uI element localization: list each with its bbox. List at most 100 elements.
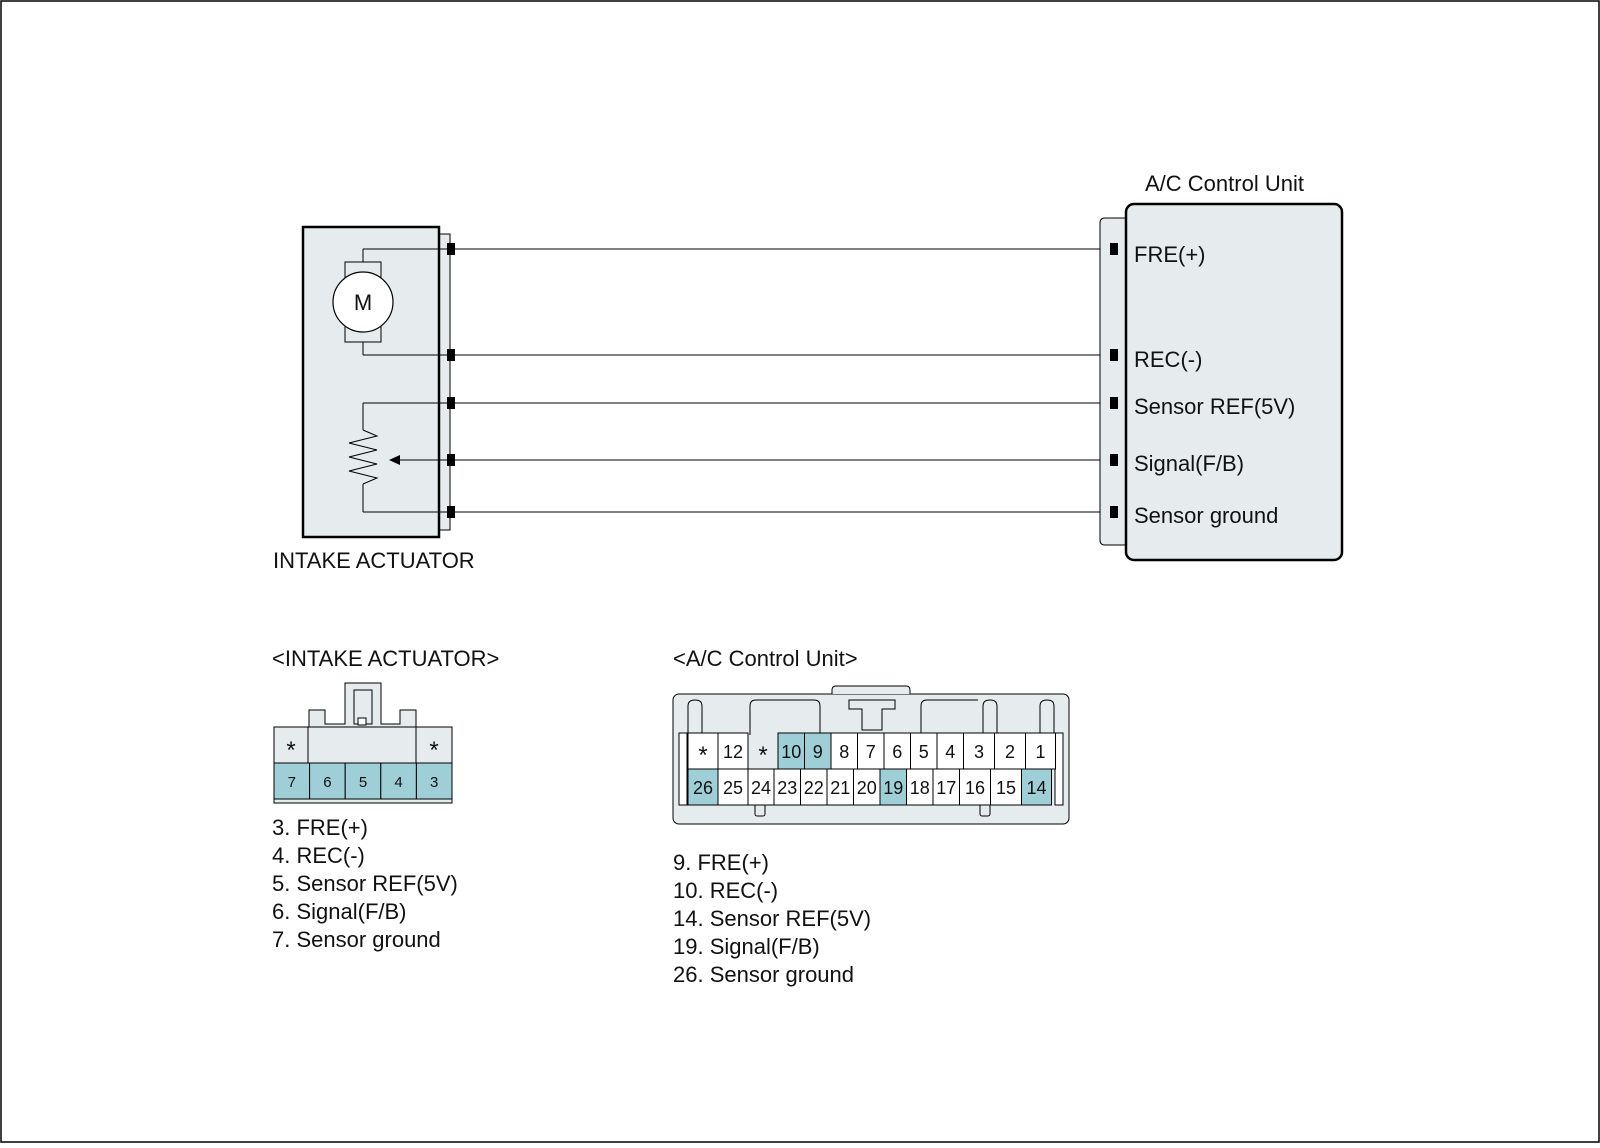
control-pin-number: 20 [857, 778, 877, 798]
control-blank-mark-text: * [758, 742, 767, 769]
actuator-terminals [447, 243, 455, 518]
actuator-connector-title: <INTAKE ACTUATOR> [272, 646, 499, 671]
control-unit-block: A/C Control Unit FRE(+) REC(-) Sensor RE… [1099, 171, 1344, 562]
control-pin-24: 24 [747, 768, 775, 806]
actuator-pin-number: 4 [394, 774, 402, 791]
control-blank-mark: * [758, 742, 767, 769]
control-pin-15: 15 [990, 768, 1022, 806]
actuator-legend-line: 6. Signal(F/B) [272, 899, 407, 924]
actuator-legend-line: 7. Sensor ground [272, 927, 441, 952]
control-legend-line: 14. Sensor REF(5V) [673, 906, 871, 931]
control-pin-number: 17 [936, 778, 956, 798]
control-pin-number: 24 [751, 778, 771, 798]
control-pin-7: 7 [857, 732, 885, 770]
control-connector-title: <A/C Control Unit> [673, 646, 858, 671]
control-pin-20: 20 [853, 768, 881, 806]
control-pin-6: 6 [883, 732, 911, 770]
control-pin-25: 25 [717, 768, 749, 806]
control-pin-26: 26 [687, 768, 719, 806]
signal-label-signal: Signal(F/B) [1134, 451, 1244, 476]
control-pin-23: 23 [773, 768, 801, 806]
control-pin-5: 5 [910, 732, 938, 770]
control-pin-number: 16 [965, 778, 985, 798]
signal-label-sensor-ref: Sensor REF(5V) [1134, 394, 1295, 419]
actuator-pin-number: 5 [359, 774, 367, 791]
actuator-pin-row: 7 6 5 4 3 [273, 762, 453, 800]
control-pin-number: 15 [996, 778, 1016, 798]
control-pin-number: 14 [1026, 778, 1046, 798]
actuator-blank-mark-left: * [286, 737, 295, 764]
actuator-label: INTAKE ACTUATOR [273, 548, 475, 573]
control-pin-number: 8 [839, 742, 849, 762]
control-connector-strip [1099, 217, 1129, 546]
control-pin-22: 22 [800, 768, 828, 806]
actuator-legend-line: 4. REC(-) [272, 843, 365, 868]
control-pin-number: 1 [1035, 742, 1045, 762]
control-pin-number: 5 [919, 742, 929, 762]
control-pin-4: 4 [936, 732, 964, 770]
control-pin-10: 10 [777, 732, 805, 770]
control-pin-14: 14 [1021, 768, 1052, 806]
control-blank-mark: * [687, 732, 719, 770]
control-pin-number: 10 [781, 742, 801, 762]
actuator-pin-number: 3 [430, 774, 438, 791]
control-pin-19: 19 [879, 768, 907, 806]
control-pin-number: 7 [866, 742, 876, 762]
control-pin-16: 16 [959, 768, 991, 806]
motor-symbol: M [332, 248, 451, 356]
intake-actuator-block: M INTAKE ACTUATOR [273, 225, 475, 573]
control-pin-number: 6 [892, 742, 902, 762]
control-pin-21: 21 [826, 768, 854, 806]
actuator-legend-line: 3. FRE(+) [272, 815, 368, 840]
motor-m-label: M [354, 290, 372, 315]
control-pin-9: 9 [804, 732, 832, 770]
control-pin-number: 18 [910, 778, 930, 798]
control-pin-number: 26 [693, 778, 713, 798]
control-pin-number: 9 [813, 742, 823, 762]
control-legend-line: 26. Sensor ground [673, 962, 854, 987]
control-pin-number: 21 [830, 778, 850, 798]
control-legend-line: 9. FRE(+) [673, 850, 769, 875]
actuator-pin-5: 5 [344, 762, 382, 800]
control-pin-number: 22 [804, 778, 824, 798]
control-legend-line: 19. Signal(F/B) [673, 934, 820, 959]
control-pin-number: 4 [945, 742, 955, 762]
actuator-pin-3: 3 [415, 762, 453, 800]
signal-label-fre: FRE(+) [1134, 242, 1206, 267]
actuator-pin-number: 6 [323, 774, 331, 791]
actuator-pin-6: 6 [309, 762, 346, 800]
control-pin-17: 17 [932, 768, 960, 806]
signal-label-rec: REC(-) [1134, 347, 1202, 372]
control-pin-number: 2 [1005, 742, 1015, 762]
control-pin-2: 2 [994, 732, 1026, 770]
actuator-blank-mark-right: * [429, 737, 438, 764]
control-unit-body [1124, 202, 1344, 562]
signal-label-sensor-ground: Sensor ground [1134, 503, 1278, 528]
control-pin-number: 3 [974, 742, 984, 762]
control-pin-number: 25 [723, 778, 743, 798]
control-pin-number: 19 [883, 778, 903, 798]
control-pin-18: 18 [906, 768, 934, 806]
control-blank-mark-text: * [698, 742, 707, 769]
potentiometer-symbol [348, 402, 451, 513]
actuator-legend-line: 5. Sensor REF(5V) [272, 871, 458, 896]
actuator-pin-7: 7 [273, 762, 311, 800]
control-pin-3: 3 [963, 732, 995, 770]
control-pin-12: 12 [717, 732, 749, 770]
actuator-connector-view: <INTAKE ACTUATOR> * * 7 6 5 4 3 3. FRE(+) 4.… [272, 646, 499, 952]
control-pin-number: 12 [723, 742, 743, 762]
control-unit-title: A/C Control Unit [1145, 171, 1304, 196]
control-pin-8: 8 [830, 732, 858, 770]
actuator-pin-number: 7 [288, 774, 296, 791]
control-pin-number: 23 [777, 778, 797, 798]
wires [455, 248, 1110, 513]
control-pin-1: 1 [1025, 732, 1056, 770]
control-legend-line: 10. REC(-) [673, 878, 778, 903]
actuator-pin-4: 4 [380, 762, 417, 800]
control-terminals [1110, 243, 1118, 518]
